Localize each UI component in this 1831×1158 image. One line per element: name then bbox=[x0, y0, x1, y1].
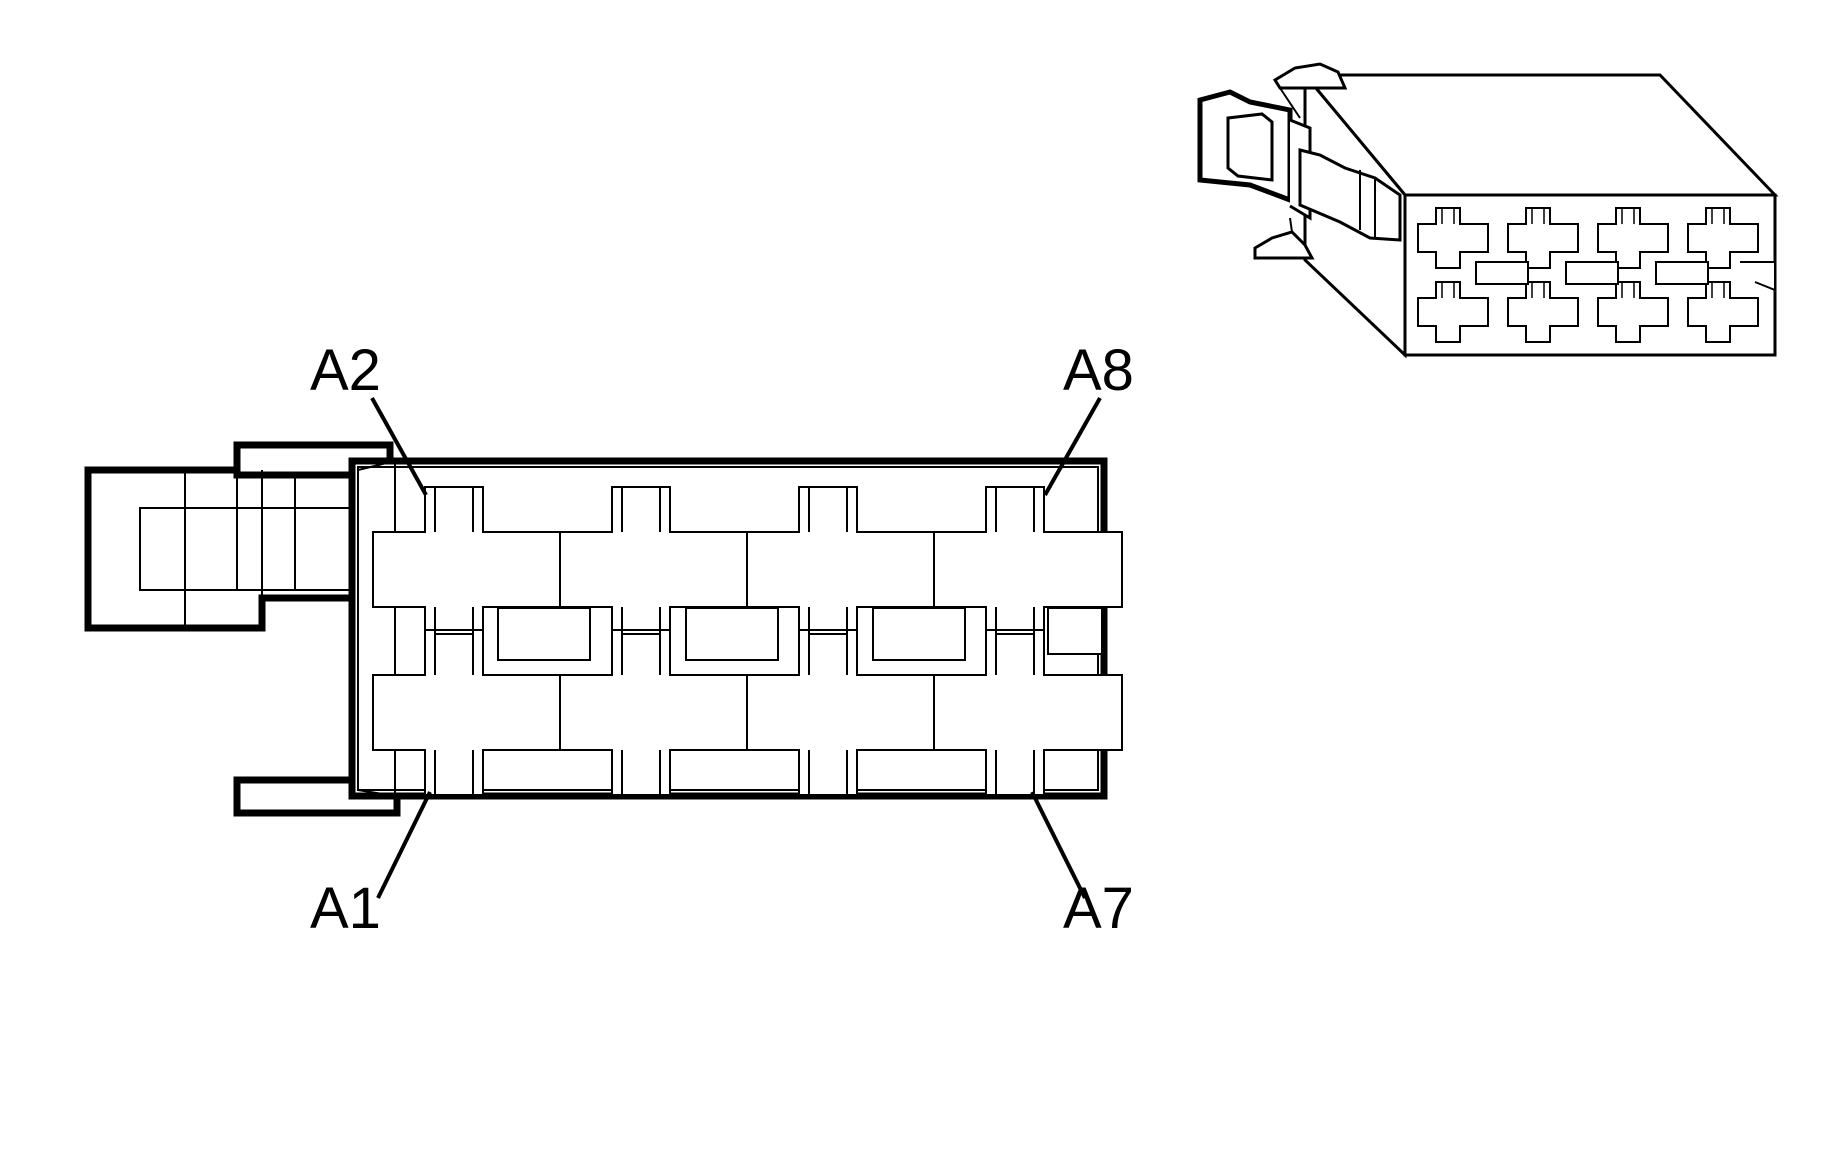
center-slots bbox=[434, 607, 1103, 661]
connector-front-view: A2 A8 A1 A7 bbox=[84, 338, 1134, 941]
connector-lock-latch bbox=[84, 441, 401, 817]
pin-label-a8: A8 bbox=[1063, 338, 1134, 403]
pin-label-a2: A2 bbox=[310, 338, 381, 403]
leader-a7 bbox=[1030, 791, 1087, 899]
pin-label-a1: A1 bbox=[310, 876, 381, 941]
connector-isometric-view bbox=[1197, 62, 1779, 359]
leader-a1 bbox=[376, 791, 432, 899]
leader-lines bbox=[370, 397, 1102, 899]
leader-a2 bbox=[370, 397, 428, 496]
leader-a8 bbox=[1043, 397, 1102, 496]
isometric-latch bbox=[1197, 62, 1402, 260]
pin-label-a7: A7 bbox=[1063, 876, 1134, 941]
